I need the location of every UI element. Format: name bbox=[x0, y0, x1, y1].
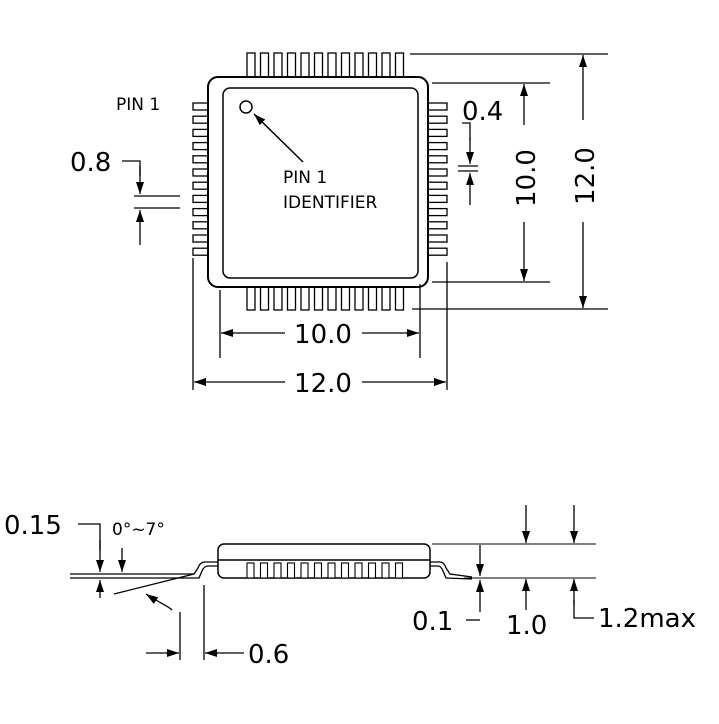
total-thickness-dimension bbox=[570, 505, 594, 619]
total-width-dimension bbox=[192, 258, 448, 390]
side-lead bbox=[394, 562, 404, 579]
right-lead bbox=[426, 141, 448, 151]
left-lead bbox=[192, 194, 210, 204]
right-lead bbox=[426, 168, 448, 177]
total-height-dimension bbox=[410, 53, 608, 310]
side-lead bbox=[273, 562, 282, 579]
right-lead bbox=[426, 247, 448, 256]
side-lead bbox=[300, 562, 309, 579]
bottom-lead bbox=[381, 285, 391, 311]
total-height-value: 12.0 bbox=[571, 147, 601, 205]
left-lead bbox=[192, 207, 210, 217]
left-lead bbox=[192, 115, 210, 124]
top-lead bbox=[340, 52, 351, 79]
identifier-label-line2: IDENTIFIER bbox=[283, 193, 377, 213]
bottom-lead bbox=[367, 285, 378, 311]
left-lead bbox=[192, 168, 210, 177]
lead-width-dimension bbox=[458, 122, 478, 205]
side-package-body bbox=[217, 543, 431, 579]
left-lead bbox=[192, 102, 210, 111]
bottom-lead bbox=[327, 285, 337, 311]
pin1-identifier-arrow bbox=[253, 113, 304, 163]
top-lead bbox=[367, 52, 378, 79]
right-lead bbox=[426, 102, 448, 111]
package-body bbox=[207, 76, 429, 288]
right-lead bbox=[426, 207, 448, 217]
left-lead bbox=[192, 234, 210, 243]
top-lead bbox=[327, 52, 337, 79]
side-lead bbox=[327, 562, 336, 579]
bottom-lead bbox=[313, 285, 324, 311]
height-reference-lines bbox=[432, 543, 596, 579]
body-height-value: 10.0 bbox=[512, 149, 542, 207]
bottom-lead bbox=[300, 285, 310, 311]
bottom-lead bbox=[273, 285, 283, 311]
side-lead bbox=[313, 562, 323, 579]
gull-wing-leads bbox=[70, 561, 473, 580]
top-lead bbox=[273, 52, 283, 79]
side-lead bbox=[340, 562, 350, 579]
left-lead bbox=[192, 155, 210, 164]
top-lead bbox=[354, 52, 364, 79]
top-lead bbox=[394, 52, 405, 79]
body-thickness-value: 1.0 bbox=[506, 611, 547, 641]
pin1-dot-icon bbox=[239, 100, 253, 114]
top-lead bbox=[259, 52, 270, 79]
standoff-dimension bbox=[466, 545, 484, 621]
lead-width-value: 0.4 bbox=[462, 97, 503, 127]
side-lead bbox=[354, 562, 363, 579]
foot-length-value: 0.6 bbox=[248, 640, 289, 670]
body-width-value: 10.0 bbox=[294, 320, 352, 350]
bottom-lead bbox=[340, 285, 351, 311]
top-lead bbox=[300, 52, 310, 79]
bottom-lead bbox=[394, 285, 405, 311]
side-leads bbox=[246, 562, 404, 579]
bottom-lead bbox=[286, 285, 297, 311]
foot-length-dimension bbox=[146, 585, 244, 660]
top-lead bbox=[286, 52, 297, 79]
side-lead bbox=[246, 562, 255, 579]
left-lead bbox=[192, 181, 210, 190]
side-lead bbox=[381, 562, 390, 579]
total-width-value: 12.0 bbox=[294, 369, 352, 399]
top-lead bbox=[313, 52, 324, 79]
right-lead bbox=[426, 128, 448, 138]
left-lead bbox=[192, 247, 210, 256]
top-lead bbox=[246, 52, 256, 79]
thickness-value: 0.15 bbox=[4, 511, 62, 541]
pitch-value: 0.8 bbox=[70, 148, 111, 178]
left-lead bbox=[192, 128, 210, 138]
pin1-label: PIN 1 bbox=[116, 95, 160, 115]
body-height-dimension bbox=[432, 82, 550, 283]
top-lead bbox=[381, 52, 391, 79]
right-lead bbox=[426, 115, 448, 124]
angle-dimension bbox=[113, 548, 195, 611]
right-lead bbox=[426, 155, 448, 164]
right-lead bbox=[426, 234, 448, 243]
side-lead bbox=[367, 562, 377, 579]
total-thickness-value: 1.2max bbox=[598, 604, 696, 634]
bottom-lead bbox=[246, 285, 256, 311]
body-width-dimension bbox=[219, 284, 421, 358]
right-lead bbox=[426, 221, 448, 230]
left-lead bbox=[192, 221, 210, 230]
standoff-value: 0.1 bbox=[412, 607, 453, 637]
right-lead bbox=[426, 181, 448, 190]
side-lead bbox=[259, 562, 269, 579]
pitch-dimension bbox=[122, 160, 180, 245]
side-lead bbox=[286, 562, 296, 579]
bottom-lead bbox=[354, 285, 364, 311]
right-lead bbox=[426, 194, 448, 204]
bottom-lead bbox=[259, 285, 270, 311]
thickness-dimension bbox=[78, 523, 104, 598]
identifier-label-line1: PIN 1 bbox=[283, 168, 327, 188]
left-lead bbox=[192, 141, 210, 151]
angle-value: 0°~7° bbox=[112, 520, 165, 540]
